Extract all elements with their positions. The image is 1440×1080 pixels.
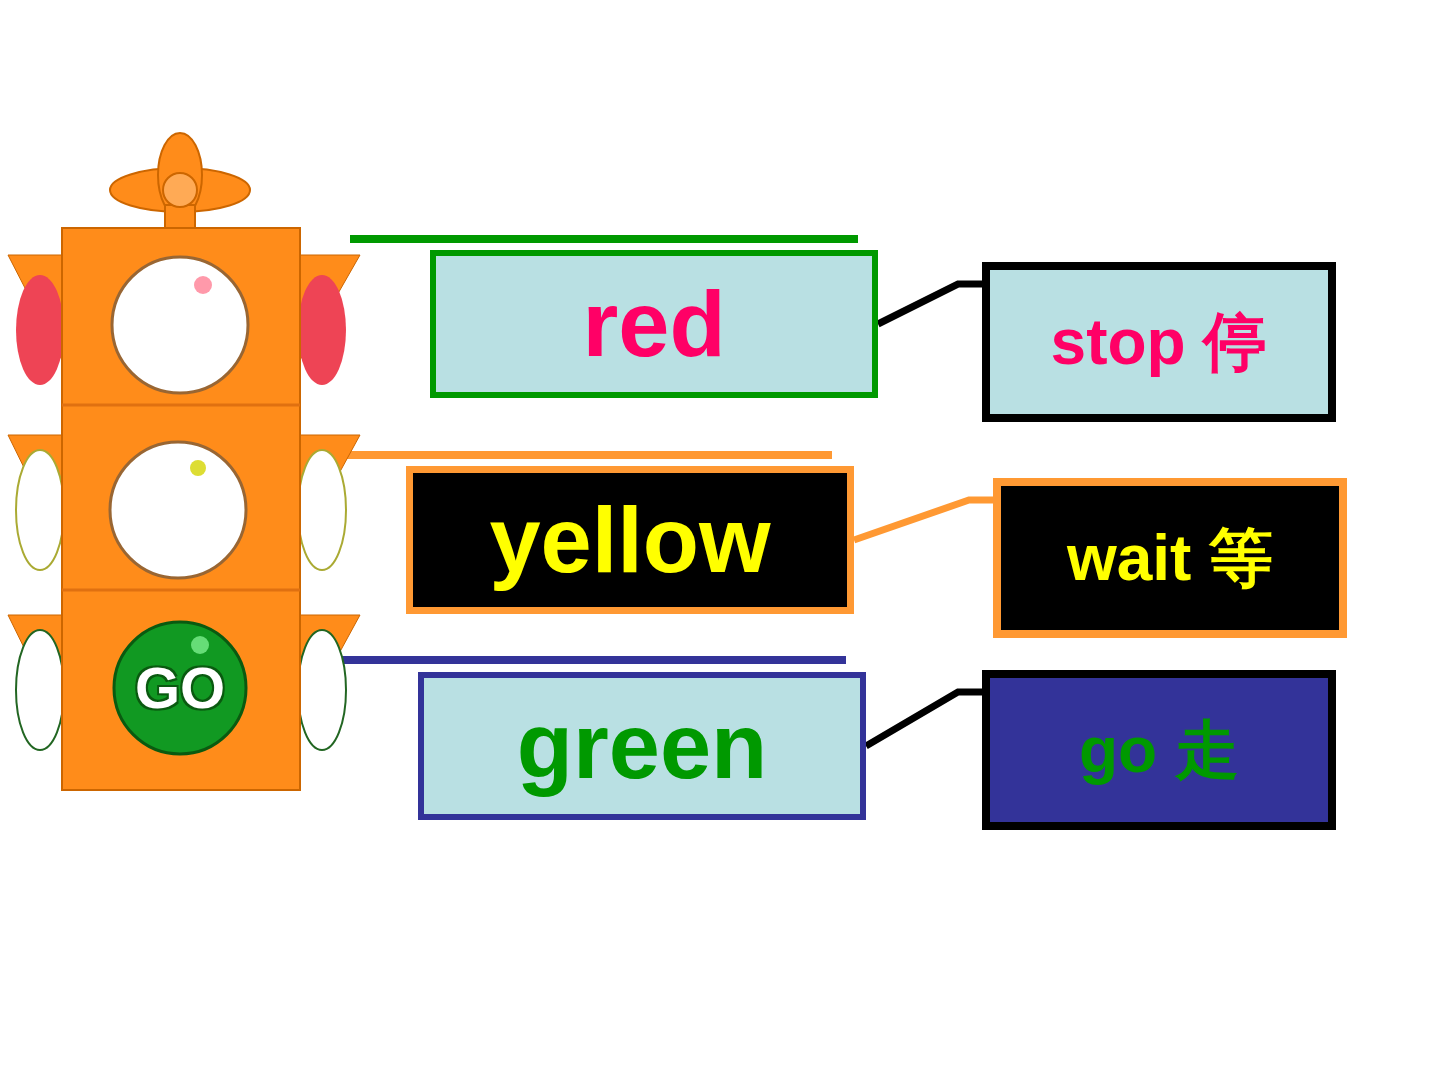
node-text: stop 停 <box>1051 310 1268 374</box>
yellow-lamp <box>110 442 246 578</box>
color-box: red <box>430 250 878 398</box>
node-text: red <box>582 278 725 370</box>
lamp-label: GO <box>135 659 225 717</box>
color-box: green <box>418 672 866 820</box>
leader-strip <box>330 451 832 459</box>
leader-strip <box>350 235 858 243</box>
leader-strip <box>340 656 846 664</box>
connector-line <box>866 692 982 746</box>
lamp-glint <box>194 276 212 294</box>
connector-line <box>854 500 993 540</box>
red-lamp <box>112 257 248 393</box>
side-lens <box>298 275 346 385</box>
meaning-box: wait 等 <box>993 478 1347 638</box>
color-box: yellow <box>406 466 854 614</box>
side-lens <box>298 630 346 750</box>
side-lens <box>16 630 64 750</box>
light-body <box>62 228 300 790</box>
green-lamp <box>114 622 246 754</box>
lamp-glint <box>190 460 206 476</box>
node-text: yellow <box>489 494 770 586</box>
lamp-glint <box>191 636 209 654</box>
side-lens <box>16 450 64 570</box>
node-text: green <box>517 700 768 792</box>
node-text: go 走 <box>1079 718 1239 782</box>
meaning-box: stop 停 <box>982 262 1336 422</box>
top-ornament <box>110 133 250 230</box>
node-text: wait 等 <box>1067 526 1273 590</box>
side-lens <box>298 450 346 570</box>
connector-line <box>878 284 982 324</box>
meaning-box: go 走 <box>982 670 1336 830</box>
side-lens <box>16 275 64 385</box>
